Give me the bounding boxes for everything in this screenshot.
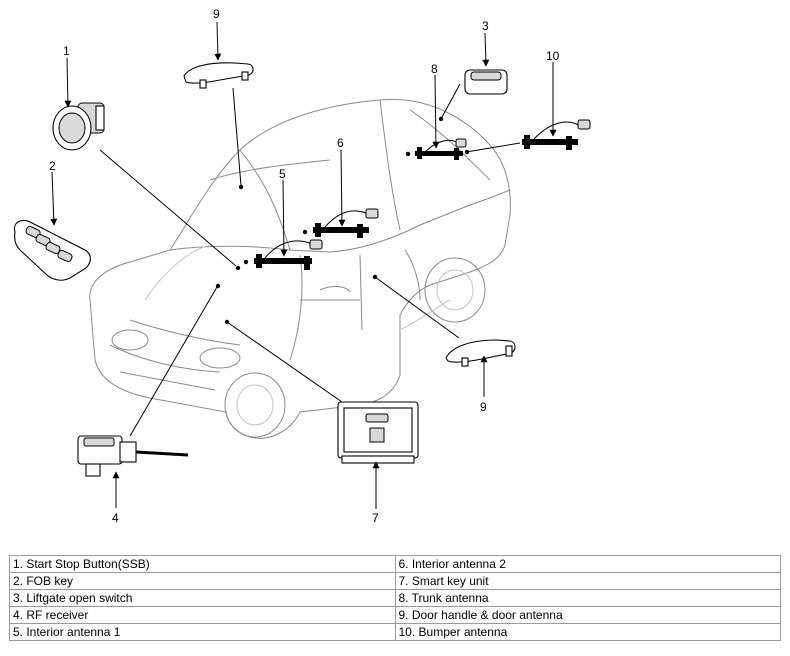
callout-2: 2	[49, 159, 56, 173]
legend-cell: 6. Interior antenna 2	[394, 555, 781, 573]
legend-cell: 7. Smart key unit	[394, 572, 781, 590]
legend-row: 2. FOB key 7. Smart key unit	[9, 572, 781, 590]
liftgate-open-switch-illustration	[464, 69, 508, 95]
callout-9-top: 9	[213, 7, 220, 21]
legend-table: 1. Start Stop Button(SSB) 6. Interior an…	[9, 555, 781, 641]
interior-antenna-2-illustration	[313, 208, 379, 238]
door-handle-side-illustration	[445, 339, 516, 367]
smart-key-unit-illustration	[337, 401, 419, 464]
legend-row: 1. Start Stop Button(SSB) 6. Interior an…	[9, 555, 781, 573]
callout-10: 10	[546, 49, 560, 63]
legend-cell: 3. Liftgate open switch	[9, 589, 396, 607]
callout-3: 3	[482, 19, 489, 33]
legend-row: 4. RF receiver 9. Door handle & door ant…	[9, 606, 781, 624]
trunk-antenna-illustration	[415, 138, 467, 160]
rf-receiver-illustration	[77, 435, 189, 477]
callout-6: 6	[337, 136, 344, 150]
legend-cell: 5. Interior antenna 1	[9, 623, 396, 641]
callout-4: 4	[112, 511, 119, 525]
callout-1: 1	[63, 44, 70, 58]
callout-5: 5	[279, 167, 286, 181]
component-location-diagram: 1 2 3 4 5 6 7 8 9 9 10	[13, 7, 591, 525]
fob-key-illustration	[13, 219, 91, 281]
legend-cell: 1. Start Stop Button(SSB)	[9, 555, 396, 573]
callout-8: 8	[431, 62, 438, 76]
start-stop-button-illustration	[52, 102, 105, 151]
vehicle-outline	[89, 98, 511, 439]
location-dots	[215, 116, 470, 325]
callout-9-side: 9	[480, 400, 487, 414]
legend-row: 3. Liftgate open switch 8. Trunk antenna	[9, 589, 781, 607]
legend-cell: 4. RF receiver	[9, 606, 396, 624]
leader-lines	[50, 21, 557, 509]
legend-cell: 10. Bumper antenna	[394, 623, 781, 641]
callout-7: 7	[372, 511, 379, 525]
legend-cell: 2. FOB key	[9, 572, 396, 590]
callout-numbers: 1 2 3 4 5 6 7 8 9 9 10	[49, 7, 560, 525]
legend-cell: 9. Door handle & door antenna	[394, 606, 781, 624]
legend-cell: 8. Trunk antenna	[394, 589, 781, 607]
bumper-antenna-illustration	[522, 119, 591, 150]
door-handle-top-illustration	[183, 62, 254, 89]
interior-antenna-1-illustration	[254, 239, 323, 270]
legend-row: 5. Interior antenna 1 10. Bumper antenna	[9, 623, 781, 641]
